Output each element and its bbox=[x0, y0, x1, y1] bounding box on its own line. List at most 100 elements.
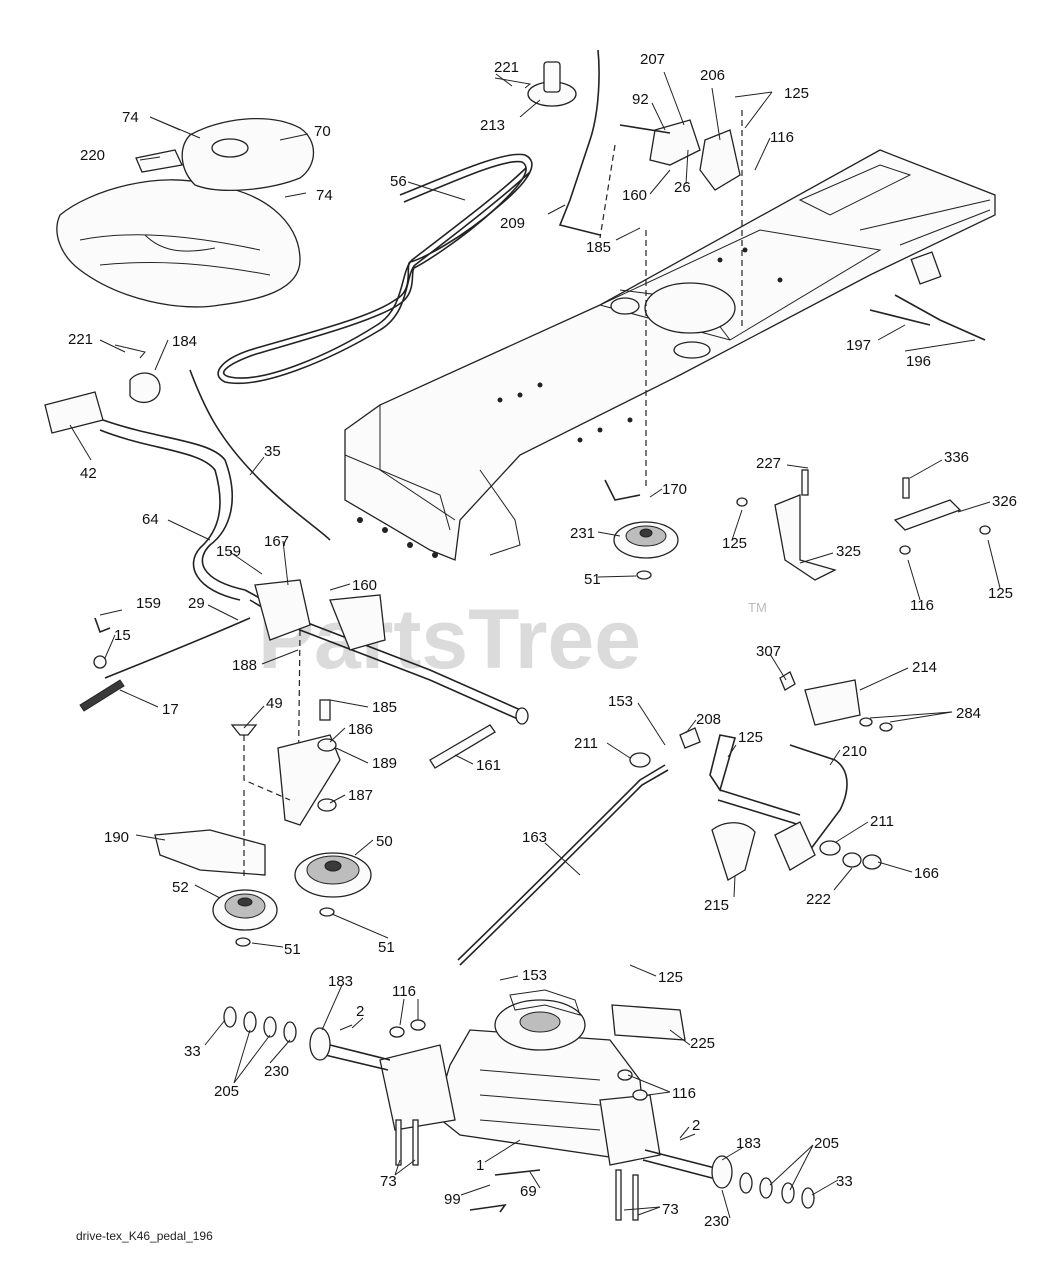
callout-label: 49 bbox=[266, 695, 283, 712]
hood-cover-part bbox=[56, 118, 314, 308]
callout-label: 33 bbox=[836, 1173, 853, 1190]
callout-label: 170 bbox=[662, 481, 687, 498]
callout-label: 211 bbox=[574, 735, 598, 752]
callout-label: 163 bbox=[522, 829, 547, 846]
callout-label: 167 bbox=[264, 533, 289, 550]
watermark-trademark: TM bbox=[748, 600, 767, 615]
callout-label: 69 bbox=[520, 1183, 537, 1200]
callout-label: 159 bbox=[216, 543, 241, 560]
callout-label: 325 bbox=[836, 543, 861, 560]
callout-label: 160 bbox=[622, 187, 647, 204]
callout-label: 196 bbox=[906, 353, 931, 370]
drive-belt-part bbox=[217, 153, 533, 385]
diagram-caption: drive-tex_K46_pedal_196 bbox=[76, 1229, 213, 1243]
callout-label: 230 bbox=[264, 1063, 289, 1080]
callout-label: 215 bbox=[704, 897, 729, 914]
callout-label: 220 bbox=[80, 147, 105, 164]
callout-label: 42 bbox=[80, 465, 97, 482]
transaxle-part bbox=[223, 989, 815, 1221]
callout-label: 51 bbox=[584, 571, 601, 588]
callout-label: 221 bbox=[68, 331, 93, 348]
callout-label: 213 bbox=[480, 117, 505, 134]
callout-label: 125 bbox=[988, 585, 1013, 602]
callout-label: 64 bbox=[142, 511, 159, 528]
callout-label: 188 bbox=[232, 657, 257, 674]
callout-label: 208 bbox=[696, 711, 721, 728]
callout-label: 125 bbox=[738, 729, 763, 746]
callout-label: 326 bbox=[992, 493, 1017, 510]
callout-label: 33 bbox=[184, 1043, 201, 1060]
callout-label: 35 bbox=[264, 443, 281, 460]
idler-pulley-part bbox=[154, 699, 496, 947]
callout-label: 116 bbox=[672, 1085, 696, 1102]
callout-label: 26 bbox=[674, 179, 691, 196]
callout-label: 189 bbox=[372, 755, 397, 772]
drive-pulley-part bbox=[604, 479, 679, 580]
brackets-part bbox=[736, 469, 991, 581]
callout-label: 197 bbox=[846, 337, 871, 354]
callout-label: 160 bbox=[352, 577, 377, 594]
watermark-text: PartsTree bbox=[258, 592, 641, 686]
callout-label: 159 bbox=[136, 595, 161, 612]
callout-label: 29 bbox=[188, 595, 205, 612]
callout-label: 210 bbox=[842, 743, 867, 760]
callout-label: 52 bbox=[172, 879, 189, 896]
callout-label: 205 bbox=[214, 1083, 239, 1100]
callout-label: 17 bbox=[162, 701, 179, 718]
callout-label: 230 bbox=[704, 1213, 729, 1230]
callout-label: 125 bbox=[658, 969, 683, 986]
callout-label: 116 bbox=[910, 597, 934, 614]
callout-label: 336 bbox=[944, 449, 969, 466]
callout-label: 73 bbox=[380, 1173, 397, 1190]
shaft-assembly-part bbox=[44, 344, 529, 806]
callout-label: 116 bbox=[770, 129, 794, 146]
callout-label: 51 bbox=[378, 939, 395, 956]
callout-label: 92 bbox=[632, 91, 649, 108]
callout-label: 184 bbox=[172, 333, 197, 350]
callout-label: 74 bbox=[316, 187, 333, 204]
callout-label: 190 bbox=[104, 829, 129, 846]
callout-label: 51 bbox=[284, 941, 301, 958]
leader-lines bbox=[69, 71, 1001, 1219]
callout-label: 187 bbox=[348, 787, 373, 804]
callout-label: 50 bbox=[376, 833, 393, 850]
callout-label: 116 bbox=[392, 983, 416, 1000]
callout-labels: 221 213 207 92 206 125 116 74 70 220 74 … bbox=[68, 51, 1017, 1230]
callout-label: 2 bbox=[356, 1003, 364, 1020]
callout-label: 221 bbox=[494, 59, 519, 76]
callout-label: 207 bbox=[640, 51, 665, 68]
callout-label: 56 bbox=[390, 173, 407, 190]
callout-label: 206 bbox=[700, 67, 725, 84]
callout-label: 307 bbox=[756, 643, 781, 660]
callout-label: 1 bbox=[476, 1157, 484, 1174]
callout-label: 186 bbox=[348, 721, 373, 738]
callout-label: 166 bbox=[914, 865, 939, 882]
callout-label: 185 bbox=[372, 699, 397, 716]
callout-label: 153 bbox=[608, 693, 633, 710]
callout-label: 183 bbox=[328, 973, 353, 990]
callout-label: 161 bbox=[476, 757, 501, 774]
callout-label: 125 bbox=[784, 85, 809, 102]
callout-label: 74 bbox=[122, 109, 139, 126]
callout-label: 225 bbox=[690, 1035, 715, 1052]
callout-label: 222 bbox=[806, 891, 831, 908]
callout-label: 15 bbox=[114, 627, 131, 644]
callout-label: 227 bbox=[756, 455, 781, 472]
callout-label: 209 bbox=[500, 215, 525, 232]
callout-label: 73 bbox=[662, 1201, 679, 1218]
callout-label: 183 bbox=[736, 1135, 761, 1152]
callout-label: 99 bbox=[444, 1191, 461, 1208]
pedal-assembly-part bbox=[457, 671, 893, 966]
frame-part bbox=[344, 149, 996, 561]
callout-label: 214 bbox=[912, 659, 937, 676]
callout-label: 284 bbox=[956, 705, 981, 722]
callout-label: 185 bbox=[586, 239, 611, 256]
callout-label: 153 bbox=[522, 967, 547, 984]
callout-label: 231 bbox=[570, 525, 595, 542]
callout-label: 211 bbox=[870, 813, 894, 830]
callout-label: 70 bbox=[314, 123, 331, 140]
callout-label: 2 bbox=[692, 1117, 700, 1134]
callout-label: 125 bbox=[722, 535, 747, 552]
callout-label: 205 bbox=[814, 1135, 839, 1152]
